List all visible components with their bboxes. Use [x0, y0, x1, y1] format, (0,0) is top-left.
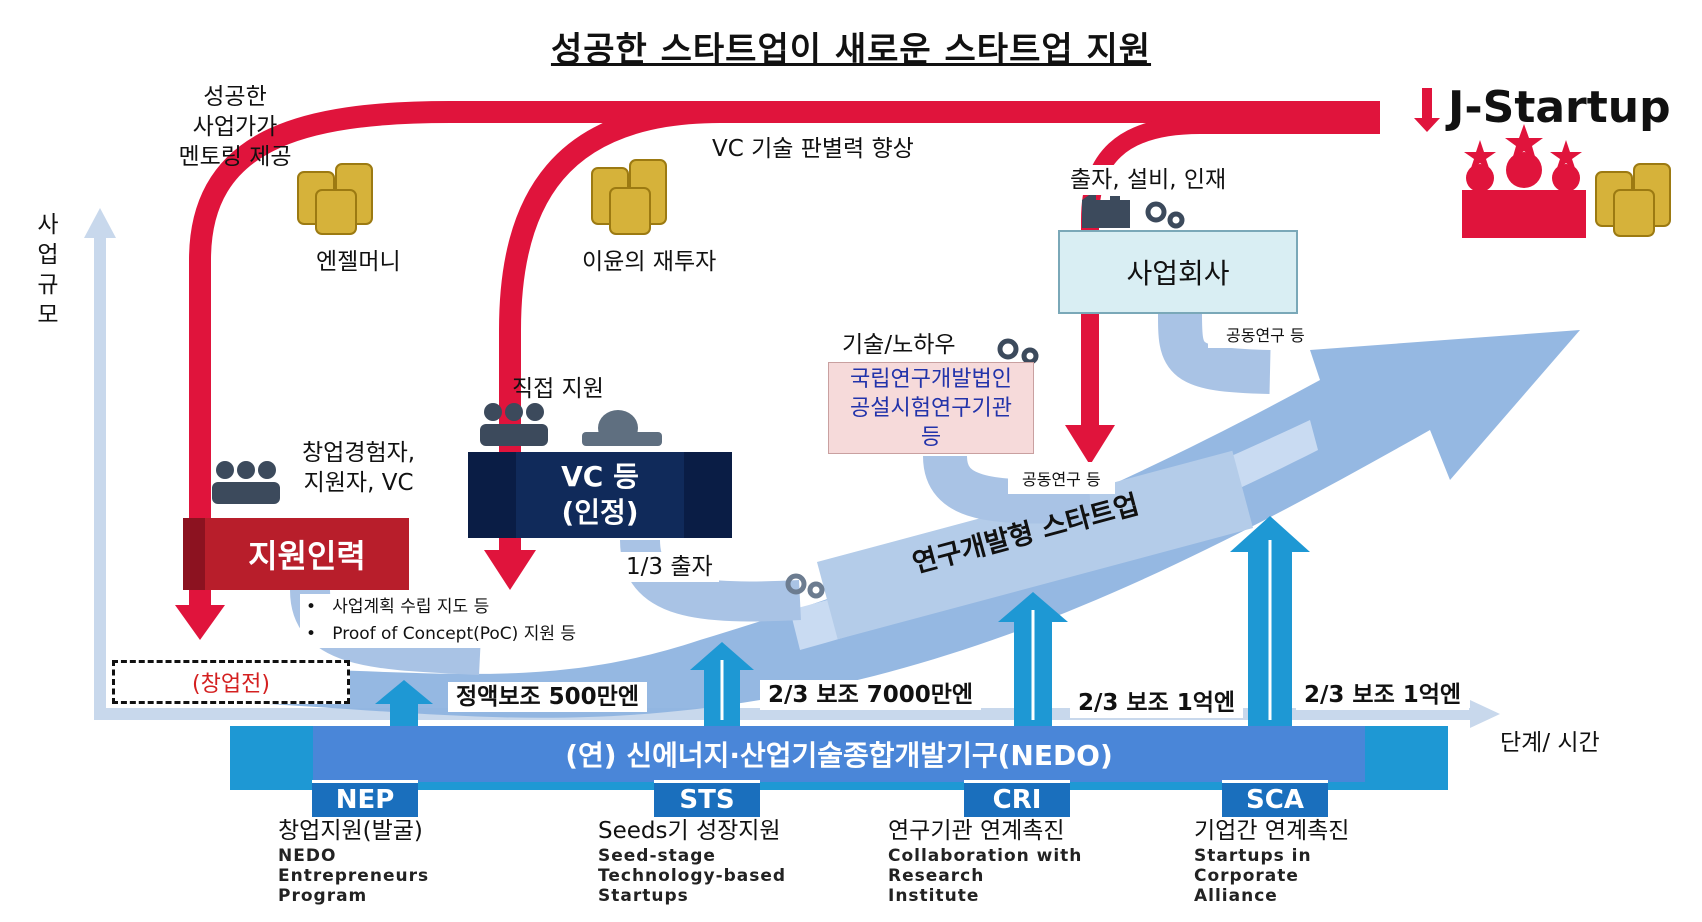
subsidy-label-nep: 정액보조 500만엔	[448, 682, 647, 712]
program-desc-nep: 창업지원(발굴) NEDO Entrepreneurs Program	[278, 818, 430, 906]
reinvest-label: 이윤의 재투자	[582, 249, 717, 275]
program-code-sca: SCA	[1222, 780, 1328, 817]
connector-company	[1158, 311, 1271, 394]
mentoring-label: 성공한 사업가가 멘토링 제공	[178, 84, 292, 170]
j-startup-logo: J-Startup	[1448, 82, 1671, 133]
star-people-icon	[1462, 124, 1586, 238]
program-code-sts: STS	[654, 780, 760, 817]
y-axis	[84, 208, 116, 715]
subsidy-label-sts: 2/3 보조 7000만엔	[760, 680, 982, 710]
gear-icon	[785, 201, 1185, 599]
red-arrowhead-3	[1065, 425, 1115, 465]
joint-research-label-1: 공동연구 등	[1208, 320, 1323, 348]
subsidy-label-sca: 2/3 보조 1억엔	[1296, 680, 1470, 710]
bullet-item: • 사업계획 수립 지도 등	[306, 597, 490, 617]
subsidy-label-cri: 2/3 보조 1억엔	[1070, 688, 1244, 718]
red-arrowhead-1	[175, 605, 225, 640]
company-box: 사업회사	[1058, 230, 1298, 314]
pre-startup-box: (창업전)	[112, 660, 350, 704]
program-desc-sts: Seeds기 성장지원 Seed-stage Technology-based …	[598, 818, 787, 906]
investment-label: 출자, 설비, 인재	[1070, 165, 1227, 195]
nedo-base	[230, 782, 1448, 790]
experienced-label: 창업경험자, 지원자, VC	[302, 440, 416, 496]
vc-skill-label: VC 기술 판별력 향상	[712, 134, 914, 164]
blue-arrow-inner	[720, 540, 1272, 720]
people-icon	[212, 403, 548, 504]
connector-institute	[923, 454, 1092, 524]
program-desc-cri: 연구기관 연계촉진 Collaboration with Research In…	[888, 818, 1083, 906]
institute-box: 국립연구개발법인 공설시험연구기관 등	[828, 362, 1034, 454]
vc-box: VC 등 (인정)	[468, 452, 732, 538]
angel-money-label: 엔젤머니	[316, 249, 401, 275]
page-title: 성공한 스타트업이 새로운 스타트업 지원	[550, 30, 1152, 70]
nedo-bar: (연) 신에너지·산업기술종합개발기구(NEDO)	[230, 726, 1448, 782]
red-arrowhead-jstartup	[1414, 88, 1440, 132]
coin-stack-icon	[297, 159, 1671, 237]
support-staff-box: 지원인력	[183, 518, 409, 590]
support-bullets: • 사업계획 수립 지도 등 • Proof of Concept(PoC) 지…	[300, 594, 583, 648]
money-bag-icon	[582, 410, 662, 446]
direct-support-label: 직접 지원	[512, 376, 604, 402]
nedo-label: (연) 신에너지·산업기술종합개발기구(NEDO)	[313, 726, 1365, 782]
one-third-investment-label: 1/3 출자	[620, 552, 719, 582]
factory-icon	[1082, 190, 1130, 228]
tech-knowhow-label: 기술/노하우	[842, 332, 956, 358]
joint-research-label-2: 공동연구 등	[1008, 462, 1115, 494]
red-arrowhead-2	[484, 550, 536, 590]
program-desc-sca: 기업간 연계촉진 Startups in Corporate Alliance	[1194, 818, 1350, 906]
rd-band	[816, 450, 1254, 640]
program-code-nep: NEP	[312, 780, 418, 817]
bullet-item: • Proof of Concept(PoC) 지원 등	[306, 624, 577, 644]
program-code-cri: CRI	[964, 780, 1070, 817]
y-axis-label: 사 업 규 모	[37, 212, 59, 328]
x-axis-label: 단계/ 시간	[1500, 730, 1600, 756]
